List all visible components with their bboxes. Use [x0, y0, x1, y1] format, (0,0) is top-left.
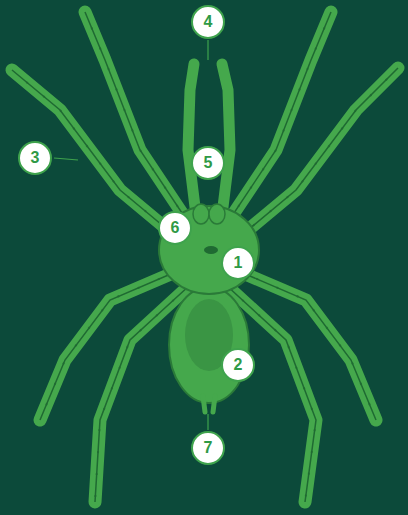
pedipalp: [222, 64, 230, 215]
leg-joint: [236, 68, 398, 240]
leg: [85, 12, 190, 225]
abdomen: [169, 287, 249, 403]
spinnerets: [203, 396, 215, 412]
leader-lines: [54, 40, 208, 430]
callout-number: 1: [221, 246, 255, 280]
leg-line: [40, 270, 180, 420]
pedipalp: [188, 64, 196, 215]
chelicera: [209, 204, 225, 224]
leg-line: [85, 12, 190, 225]
leg-joint: [236, 270, 376, 420]
callout-number: 5: [191, 146, 225, 180]
leg: [12, 70, 180, 240]
leg-joint: [85, 12, 190, 225]
leader-line: [207, 40, 208, 60]
legs: [12, 12, 398, 502]
eye-mound: [204, 246, 218, 254]
leader-line: [54, 158, 78, 160]
leg: [226, 12, 331, 225]
leg-centerlines: [12, 12, 398, 502]
callout-number: 2: [221, 348, 255, 382]
chelicera: [193, 204, 209, 224]
callout-number: 3: [18, 141, 52, 175]
leg-line: [236, 270, 376, 420]
leader-line: [207, 414, 208, 430]
leg-joint: [40, 270, 180, 420]
leg-joints: [12, 12, 398, 502]
leg-line: [12, 70, 180, 240]
callout-number: 6: [158, 211, 192, 245]
leg-joint: [226, 12, 331, 225]
leg-line: [226, 12, 331, 225]
leg-line: [236, 68, 398, 240]
callout-number: 7: [191, 431, 225, 465]
leg-joint: [12, 70, 180, 240]
leg: [236, 68, 398, 240]
callout-number: 4: [191, 5, 225, 39]
cephalothorax: [159, 206, 259, 294]
